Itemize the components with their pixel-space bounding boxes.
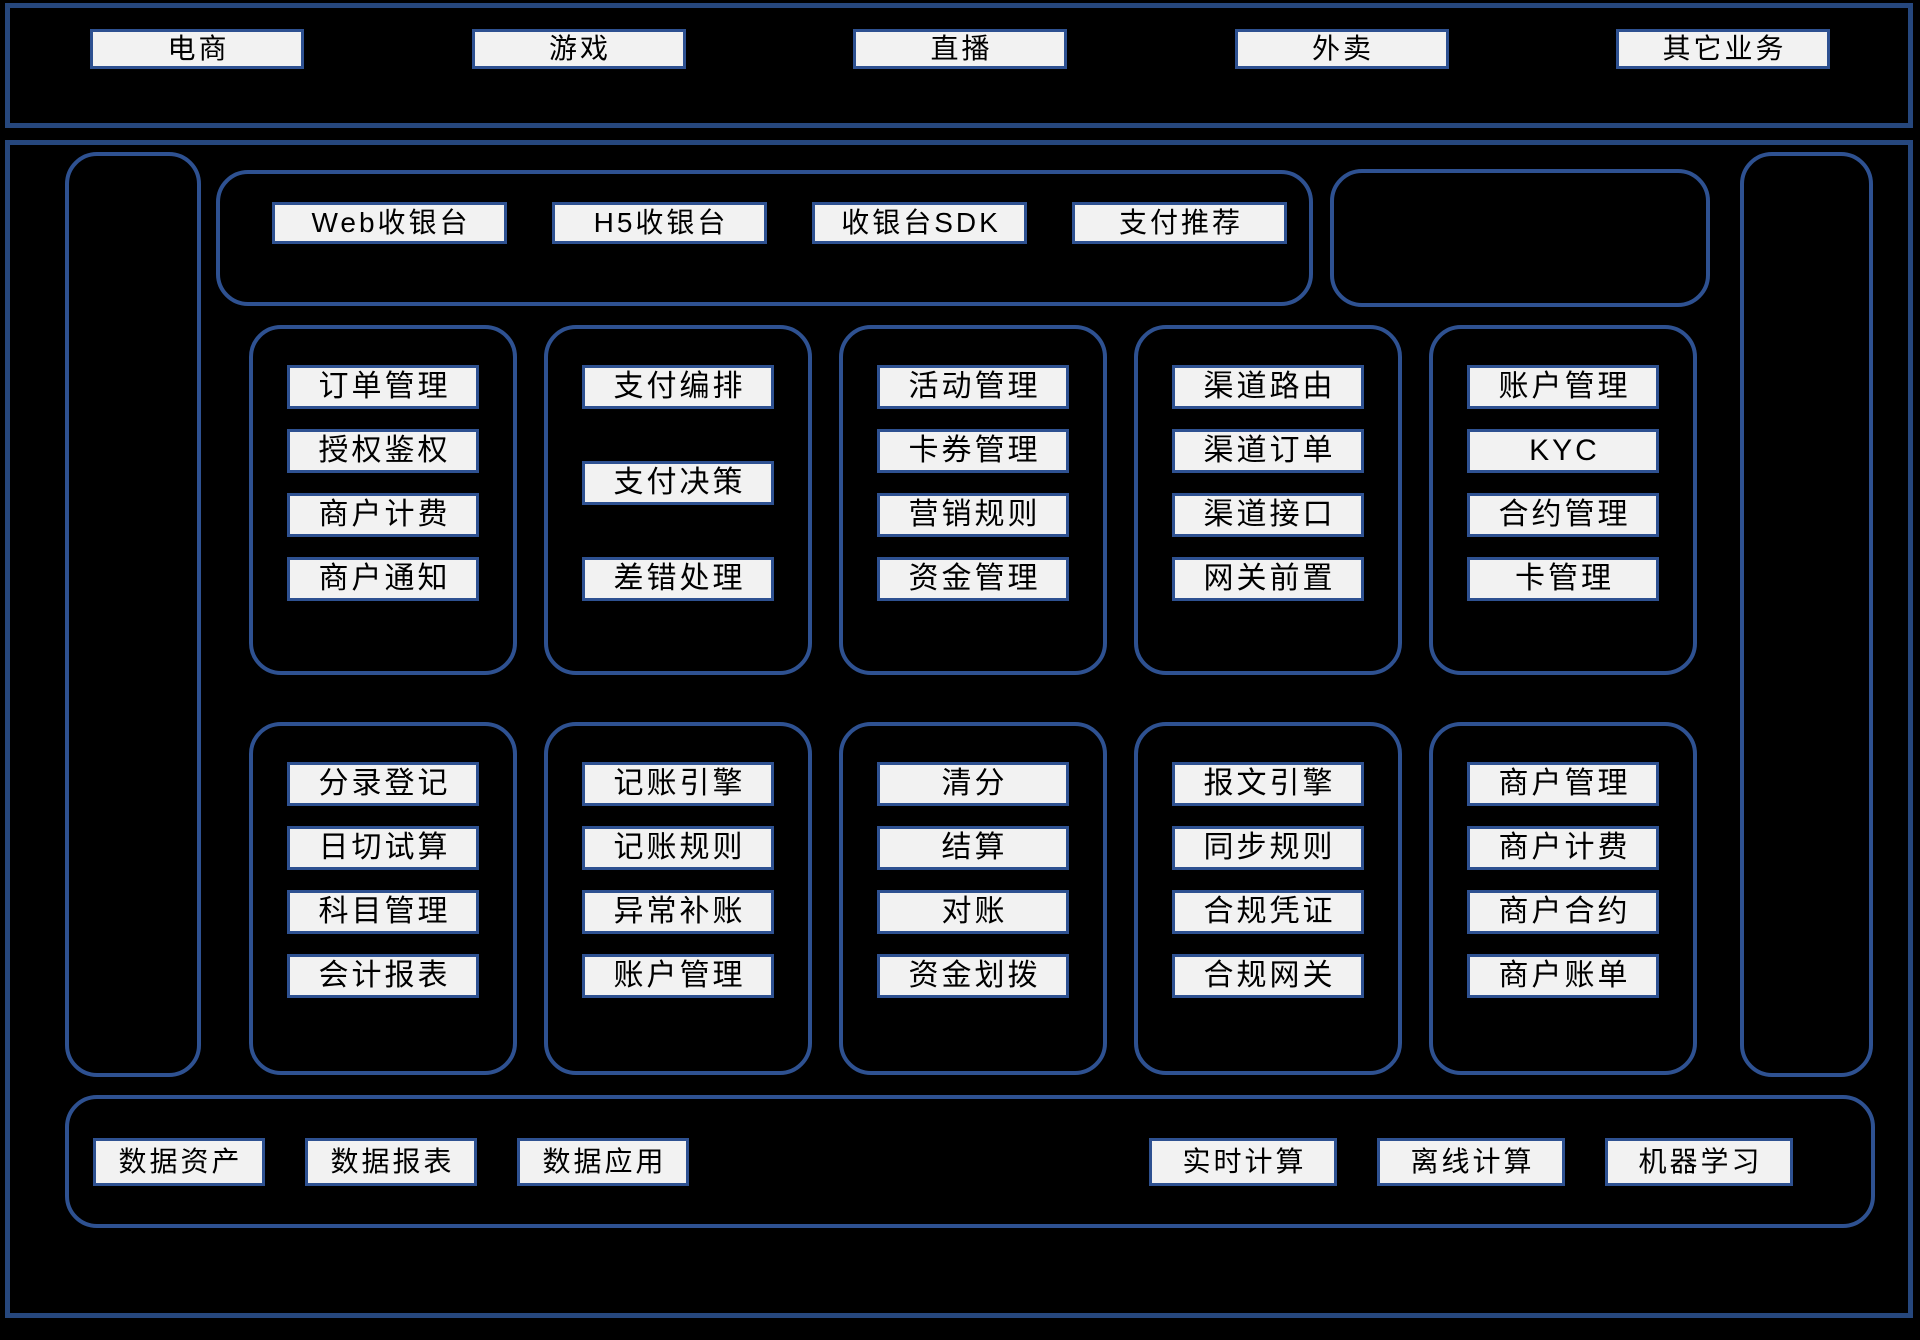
module-box: 会计报表: [287, 954, 479, 998]
module-box: 对账: [877, 890, 1069, 934]
module-box: 商户计费: [287, 493, 479, 537]
empty-container: [1330, 169, 1710, 307]
left-side-panel: [65, 152, 201, 1077]
module-box: 结算: [877, 826, 1069, 870]
business-item: 其它业务: [1616, 29, 1830, 69]
module-box: 卡券管理: [877, 429, 1069, 473]
module-box: 商户管理: [1467, 762, 1659, 806]
module-box: 报文引擎: [1172, 762, 1364, 806]
module-box: 商户账单: [1467, 954, 1659, 998]
business-item: 电商: [90, 29, 304, 69]
data-layer-container: 数据资产 数据报表 数据应用 实时计算 离线计算 机器学习: [65, 1095, 1875, 1228]
grid-r1-c2-container: 支付编排 支付决策 差错处理: [544, 325, 812, 675]
grid-r2-c3-container: 清分 结算 对账 资金划拨: [839, 722, 1107, 1075]
platform-band: Web收银台 H5收银台 收银台SDK 支付推荐 订单管理 授权鉴权 商户计费 …: [5, 140, 1913, 1318]
module-box: 渠道接口: [1172, 493, 1364, 537]
module-box: 商户合约: [1467, 890, 1659, 934]
business-layer-band: 电商 游戏 直播 外卖 其它业务: [5, 3, 1913, 128]
module-box: 清分: [877, 762, 1069, 806]
access-item: H5收银台: [552, 202, 767, 244]
data-group-left: 数据资产 数据报表 数据应用: [93, 1137, 689, 1186]
module-box: 卡管理: [1467, 557, 1659, 601]
data-item: 离线计算: [1377, 1137, 1565, 1186]
business-item: 直播: [853, 29, 1067, 69]
module-box: 支付编排: [582, 365, 774, 409]
grid-r2-c1-container: 分录登记 日切试算 科目管理 会计报表: [249, 722, 517, 1075]
module-box: 科目管理: [287, 890, 479, 934]
data-item: 实时计算: [1149, 1137, 1337, 1186]
checkout-access-container: Web收银台 H5收银台 收银台SDK 支付推荐: [216, 170, 1313, 306]
module-box: 商户通知: [287, 557, 479, 601]
access-item: 支付推荐: [1072, 202, 1287, 244]
grid-r1-c4-container: 渠道路由 渠道订单 渠道接口 网关前置: [1134, 325, 1402, 675]
module-box: 商户计费: [1467, 826, 1659, 870]
grid-r2-c2-container: 记账引擎 记账规则 异常补账 账户管理: [544, 722, 812, 1075]
module-box: 合规网关: [1172, 954, 1364, 998]
module-box: 渠道路由: [1172, 365, 1364, 409]
grid-r1-c1-container: 订单管理 授权鉴权 商户计费 商户通知: [249, 325, 517, 675]
module-box: 差错处理: [582, 557, 774, 601]
business-item: 外卖: [1234, 29, 1449, 69]
module-box: 分录登记: [287, 762, 479, 806]
module-box: 授权鉴权: [287, 429, 479, 473]
module-box: 渠道订单: [1172, 429, 1364, 473]
grid-r1-c3-container: 活动管理 卡券管理 营销规则 资金管理: [839, 325, 1107, 675]
module-box: 日切试算: [287, 826, 479, 870]
data-item: 数据资产: [93, 1137, 265, 1186]
data-item: 数据报表: [305, 1137, 477, 1186]
module-box: 营销规则: [877, 493, 1069, 537]
module-box: 资金划拨: [877, 954, 1069, 998]
module-box: 异常补账: [582, 890, 774, 934]
module-box: 记账规则: [582, 826, 774, 870]
data-item: 机器学习: [1605, 1137, 1793, 1186]
module-box: 合规凭证: [1172, 890, 1364, 934]
module-box: 记账引擎: [582, 762, 774, 806]
module-box: 支付决策: [582, 461, 774, 505]
access-item: 收银台SDK: [812, 202, 1027, 244]
right-side-panel: [1740, 152, 1873, 1077]
module-box: 账户管理: [582, 954, 774, 998]
grid-r1-c5-container: 账户管理 KYC 合约管理 卡管理: [1429, 325, 1697, 675]
data-group-right: 实时计算 离线计算 机器学习: [1149, 1137, 1793, 1186]
module-box: 资金管理: [877, 557, 1069, 601]
module-box: KYC: [1467, 429, 1659, 473]
module-box: 网关前置: [1172, 557, 1364, 601]
grid-r2-c5-container: 商户管理 商户计费 商户合约 商户账单: [1429, 722, 1697, 1075]
grid-r2-c4-container: 报文引擎 同步规则 合规凭证 合规网关: [1134, 722, 1402, 1075]
module-box: 同步规则: [1172, 826, 1364, 870]
module-box: 活动管理: [877, 365, 1069, 409]
business-item: 游戏: [471, 29, 686, 69]
module-box: 订单管理: [287, 365, 479, 409]
module-box: 账户管理: [1467, 365, 1659, 409]
data-item: 数据应用: [517, 1137, 689, 1186]
module-box: 合约管理: [1467, 493, 1659, 537]
access-item: Web收银台: [272, 202, 507, 244]
